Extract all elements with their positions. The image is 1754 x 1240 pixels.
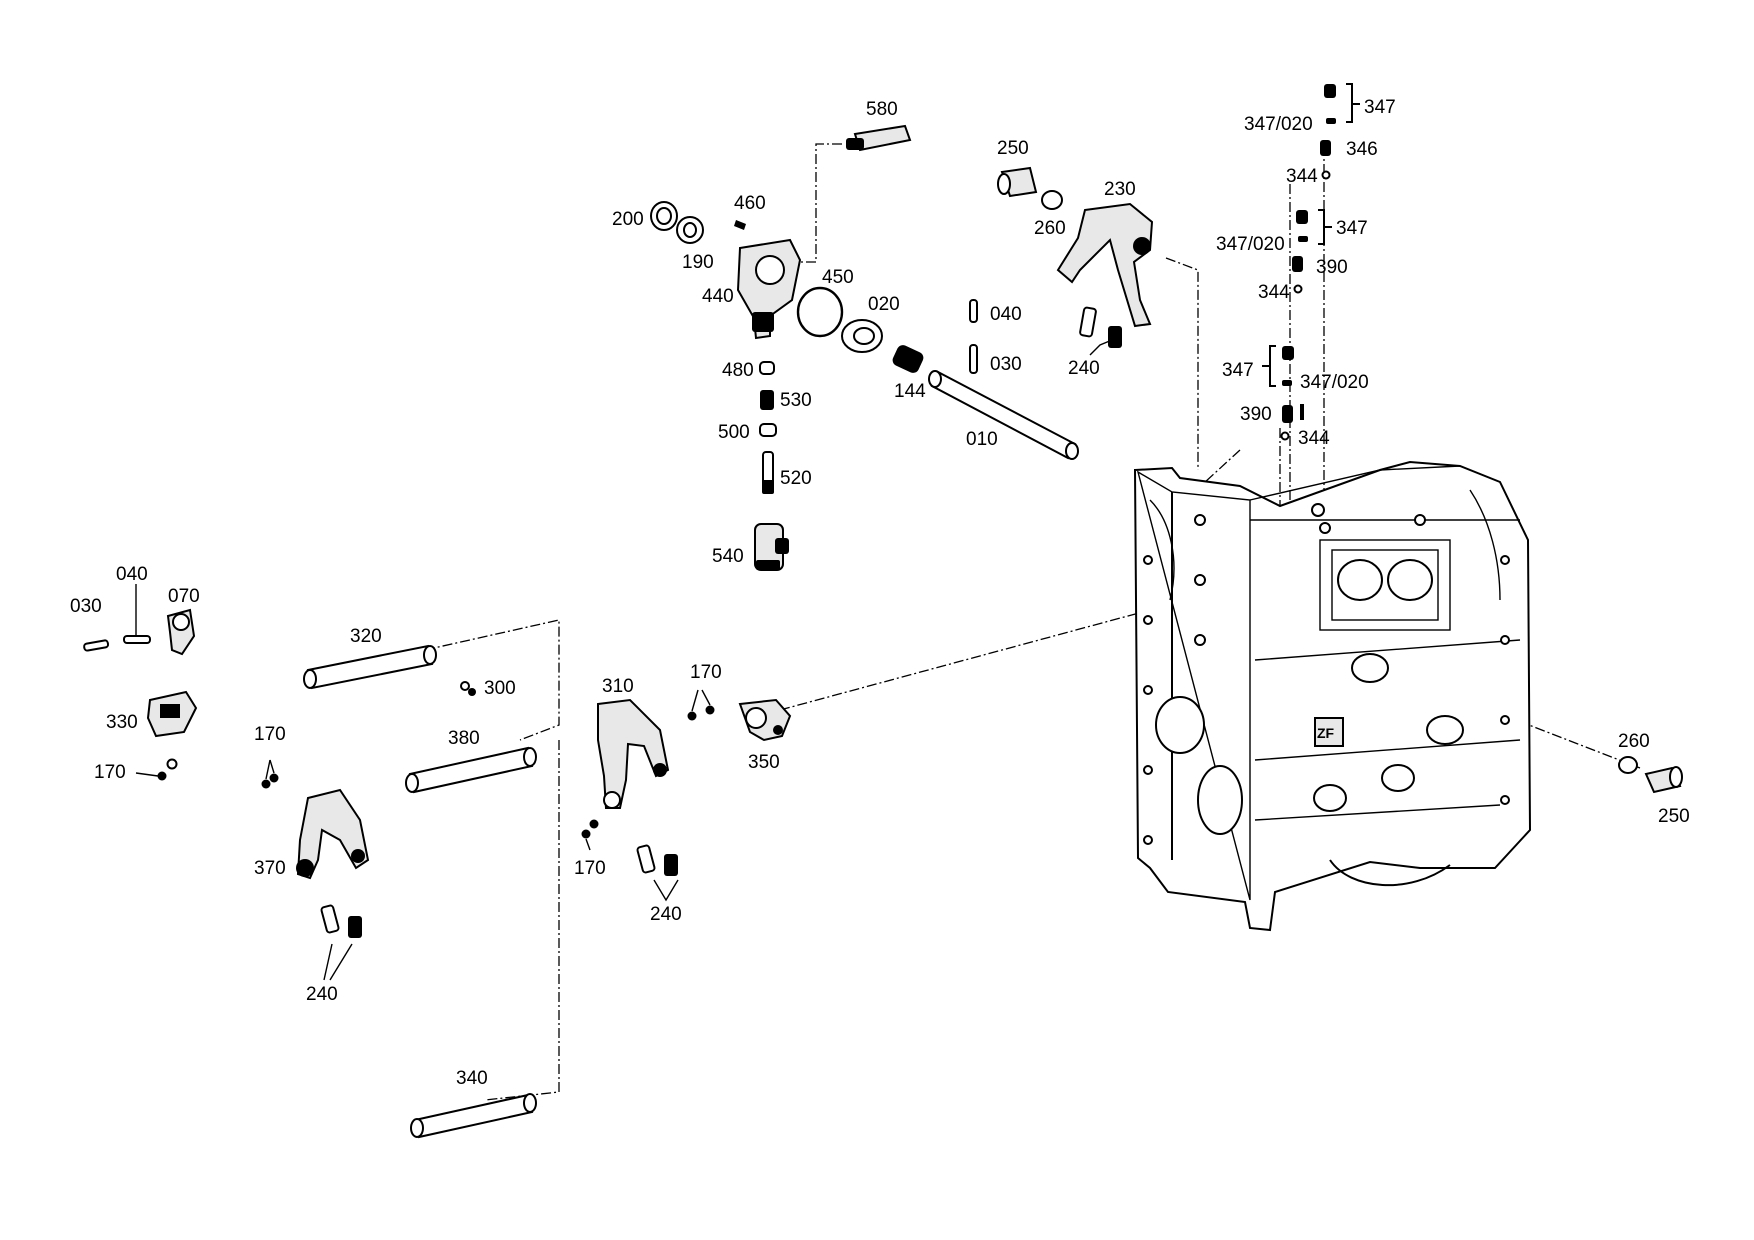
label-170-left-a: 170 — [254, 724, 286, 745]
label-530: 530 — [780, 390, 812, 411]
label-344-b: 344 — [1258, 282, 1290, 303]
label-250-top: 250 — [997, 138, 1029, 159]
label-300: 300 — [484, 678, 516, 699]
label-350: 350 — [748, 752, 780, 773]
label-260-top: 260 — [1034, 218, 1066, 239]
label-380: 380 — [448, 728, 480, 749]
label-240-left: 240 — [306, 984, 338, 1005]
label-030-left: 030 — [70, 596, 102, 617]
label-230: 230 — [1104, 179, 1136, 200]
label-240-top: 240 — [1068, 358, 1100, 379]
shift-cover-assembly — [650, 124, 1154, 571]
svg-text:ZF: ZF — [1317, 725, 1335, 741]
label-070: 070 — [168, 586, 200, 607]
label-460: 460 — [734, 193, 766, 214]
left-components — [83, 584, 1683, 1139]
label-200: 200 — [612, 209, 644, 230]
label-370: 370 — [254, 858, 286, 879]
label-144: 144 — [894, 381, 926, 402]
label-320: 320 — [350, 626, 382, 647]
label-347-c: 347 — [1222, 360, 1254, 381]
label-170-left-b: 170 — [94, 762, 126, 783]
label-030-top: 030 — [990, 354, 1022, 375]
label-346: 346 — [1346, 139, 1378, 160]
label-260-right: 260 — [1618, 731, 1650, 752]
label-040-top: 040 — [990, 304, 1022, 325]
label-500: 500 — [718, 422, 750, 443]
label-170-lower: 170 — [574, 858, 606, 879]
label-480: 480 — [722, 360, 754, 381]
detent-stack — [1262, 83, 1360, 441]
label-170-mid: 170 — [690, 662, 722, 683]
label-344-a: 344 — [1286, 166, 1318, 187]
part-labels: 580 250 230 347 347/020 346 344 347 347/… — [70, 97, 1690, 1089]
label-010: 010 — [966, 429, 998, 450]
transmission-housing: ZF — [1133, 460, 1532, 932]
label-330: 330 — [106, 712, 138, 733]
label-347-020-c: 347/020 — [1300, 372, 1369, 393]
label-347-a: 347 — [1364, 97, 1396, 118]
label-390-a: 390 — [1316, 257, 1348, 278]
label-580: 580 — [866, 99, 898, 120]
label-344-c: 344 — [1298, 428, 1330, 449]
label-450: 450 — [822, 267, 854, 288]
label-540: 540 — [712, 546, 744, 567]
label-040-left: 040 — [116, 564, 148, 585]
label-390-b: 390 — [1240, 404, 1272, 425]
label-020: 020 — [868, 294, 900, 315]
label-440: 440 — [702, 286, 734, 307]
label-250-right: 250 — [1658, 806, 1690, 827]
label-310: 310 — [602, 676, 634, 697]
label-190: 190 — [682, 252, 714, 273]
label-240-mid: 240 — [650, 904, 682, 925]
label-347-b: 347 — [1336, 218, 1368, 239]
label-347-020-a: 347/020 — [1244, 114, 1313, 135]
label-347-020-b: 347/020 — [1216, 234, 1285, 255]
label-520: 520 — [780, 468, 812, 489]
label-340: 340 — [456, 1068, 488, 1089]
